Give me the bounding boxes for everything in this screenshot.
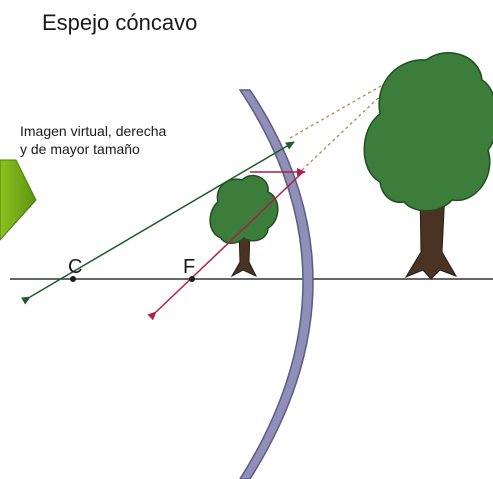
page-title: Espejo cóncavo (42, 10, 197, 35)
annotation-line-1: Imagen virtual, derecha (20, 123, 167, 139)
ray-red-diagonal (147, 171, 304, 321)
annotation-line-2: y de mayor tamaño (20, 141, 140, 157)
tree-icon (363, 51, 493, 212)
ray-green (21, 141, 295, 305)
image-trunk (404, 189, 458, 280)
chevron-right-icon[interactable] (0, 159, 37, 241)
focus-point (189, 276, 195, 282)
image-tree (363, 51, 493, 280)
concave-mirror-icon (238, 89, 314, 479)
center-point (70, 276, 76, 282)
object-tree (209, 174, 279, 278)
focus-label: F (183, 256, 195, 278)
center-label: C (68, 256, 82, 278)
